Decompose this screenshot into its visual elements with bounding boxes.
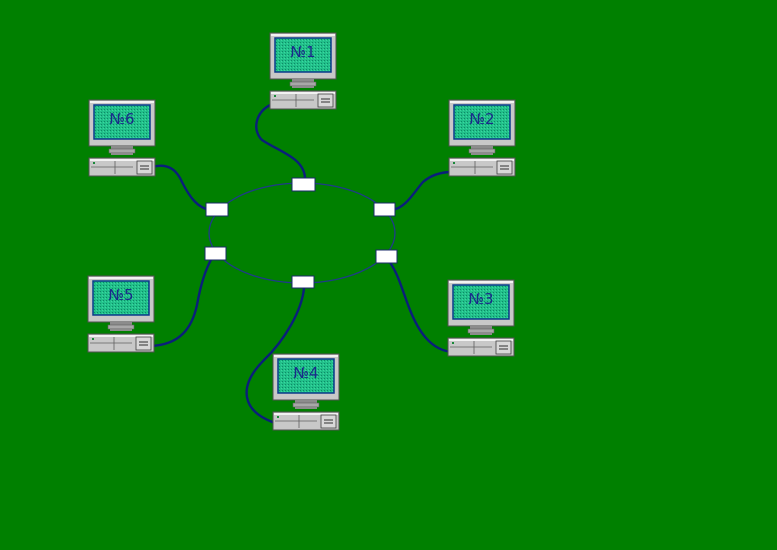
connector-1 — [291, 177, 316, 192]
workstation-6: №6 — [88, 99, 156, 177]
connector-4 — [291, 275, 315, 289]
connector-2 — [373, 202, 396, 217]
cable-3 — [387, 259, 453, 354]
network-cables — [149, 102, 453, 426]
ring-connectors — [204, 177, 398, 289]
workstation-1: №1 — [269, 32, 337, 110]
workstation-label: №5 — [108, 286, 133, 304]
cable-1 — [255, 102, 307, 179]
connector-3 — [375, 249, 398, 264]
connector-5 — [204, 246, 227, 261]
workstation-label: №4 — [293, 364, 318, 382]
workstation-2: №2 — [448, 99, 516, 177]
workstation-label: №2 — [469, 110, 494, 128]
cable-5 — [149, 257, 214, 348]
workstation-3: №3 — [447, 279, 515, 357]
workstation-label: №1 — [290, 43, 315, 61]
ring-cable — [208, 182, 396, 284]
cable-6 — [151, 164, 211, 212]
workstation-4: №4 — [272, 353, 340, 431]
connector-6 — [205, 202, 229, 217]
workstation-label: №3 — [468, 290, 493, 308]
workstation-5: №5 — [87, 275, 155, 353]
cable-4 — [245, 287, 306, 426]
workstation-label: №6 — [109, 110, 134, 128]
cable-2 — [391, 170, 453, 212]
